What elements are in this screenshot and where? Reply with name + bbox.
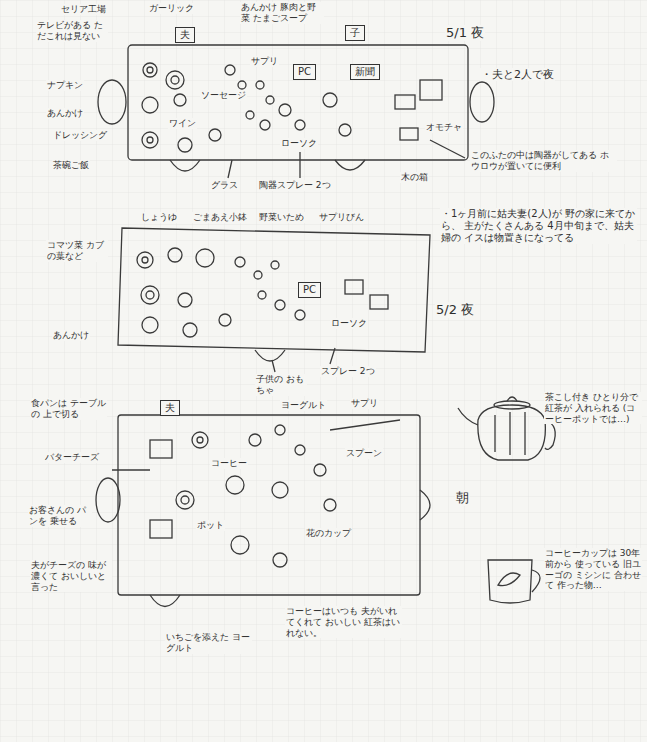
note-text: サプリ [350,398,379,409]
note-text: テレビがある ただこれは見ない [36,20,108,42]
note-text: ドレッシング [52,130,108,141]
note-text: 木の箱 [400,172,429,183]
note-text: 5/1 夜 [445,25,485,41]
note-text: ローソク [280,138,318,149]
note-text: 食パンは テーブルの 上で切る [30,398,107,420]
note-text: 子供の おもちゃ [255,374,307,396]
note-text: ローソク [330,318,368,329]
note-text: セリア工場 [60,4,107,15]
note-text: ・夫と2人で夜 [480,68,555,81]
chair-box: 夫 [160,400,180,416]
note-text: ヨーグルト [280,400,327,411]
item-label: PC [298,66,311,77]
note-text: いちごを添えた ヨーグルト [165,632,252,654]
note-text: お客さんの パンを 乗せる [28,505,92,527]
note-text: 花のカップ [305,528,352,539]
note-text: サプリびん [318,212,365,223]
chair-box: PC [293,64,316,80]
chair-box: 新聞 [350,64,380,80]
note-text: スプーン [345,448,383,459]
note-text: 5/2 夜 [435,302,475,318]
note-text: しょうゆ [140,212,178,223]
note-text: スプレー 2つ [320,366,376,377]
note-text: ガーリック [148,3,195,14]
note-text: ワイン [168,118,197,129]
chair-box: 子 [345,25,365,41]
item-label: 夫 [180,29,190,40]
chair-box: 夫 [175,27,195,43]
note-text: ・1ヶ月前に姑夫妻(2人)が 野の家に来てから、 主がたくさんある 4月中旬まで… [440,208,637,244]
item-label: 子 [350,27,360,38]
note-text: ごまあえ小鉢 [192,212,248,223]
chair-box: PC [298,282,321,298]
note-text: 野菜いため [258,212,305,223]
item-label: 新聞 [355,66,375,77]
table-sketch [96,45,555,607]
note-text: このふたの中は陶器がしてある ホウロウが置いてに便利 [470,150,617,172]
note-text: 朝 [455,490,470,506]
note-text: コマツ菜 カブの葉など [46,240,108,262]
note-text: あんかけ 豚肉と野菜 たまごスープ [240,2,324,24]
note-text: 夫がチーズの 味が濃くて おいしいと言った [30,560,112,592]
note-text: オモチャ [425,122,463,133]
note-text: コーヒーはいつも 夫がいれてくれて おいしい 紅茶はいれない。 [285,606,402,638]
note-text: あんかけ [46,108,84,119]
note-text: コーヒー [210,458,248,469]
note-text: 茶碗ご飯 [52,160,90,171]
note-text: グラス [210,180,239,191]
note-text: 茶こし付き ひとり分で 紅茶が 入れられる (コーヒーポットでは…) [544,392,642,424]
note-text: サプリ [250,56,279,67]
note-text: あんかけ [52,330,90,341]
note-text: ソーセージ [200,90,247,101]
note-text: バターチーズ [44,452,100,463]
item-label: 夫 [165,402,175,413]
item-label: PC [303,284,316,295]
note-text: ナプキン [46,80,84,91]
note-text: ポット [196,520,225,531]
note-text: コーヒーカップは 30年前から 使っている 旧ユーゴの ミシンに 合わせて 作っ… [544,548,642,591]
note-text: 陶器スプレー 2つ [258,180,332,191]
